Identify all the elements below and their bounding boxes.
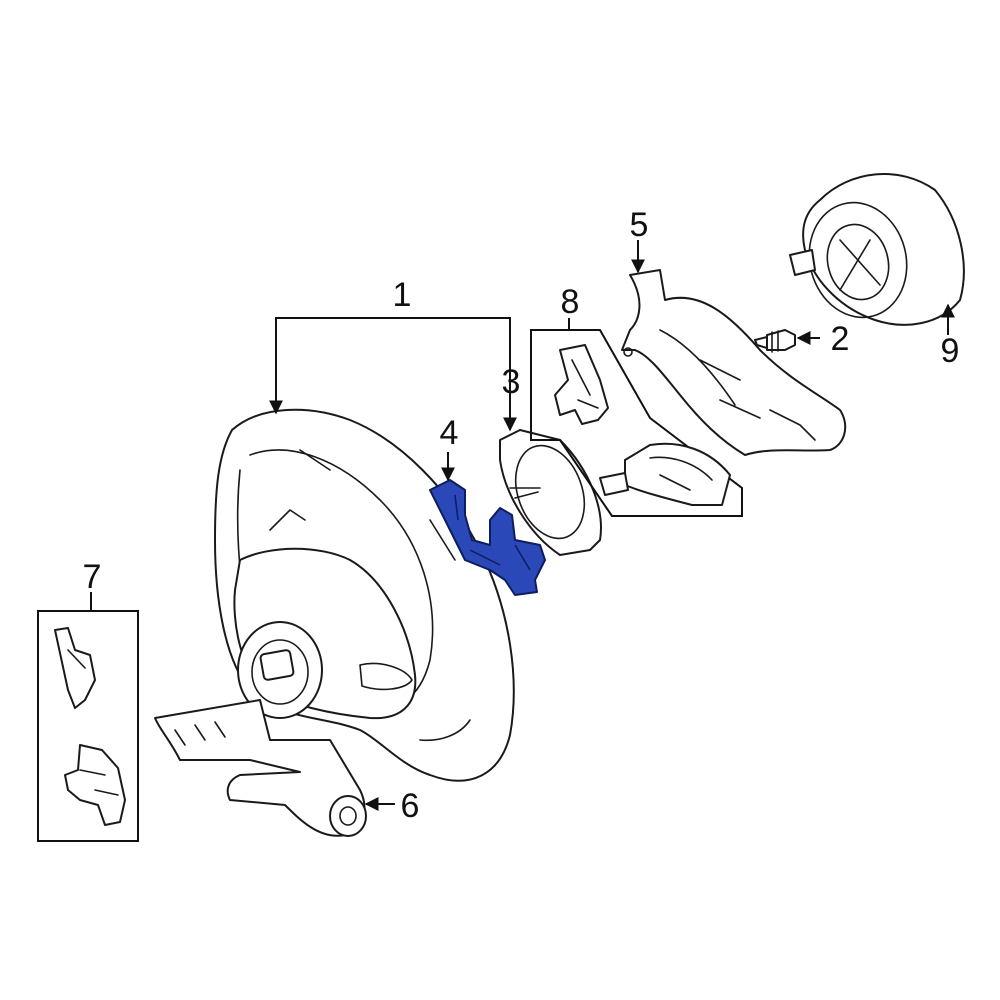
callout-6: 6 <box>401 787 420 825</box>
callout-3: 3 <box>502 363 521 401</box>
trim-cover-part[interactable] <box>621 269 847 456</box>
paddle-shifters-part[interactable] <box>37 610 139 842</box>
callout-9: 9 <box>941 332 960 370</box>
bracket-part-highlighted[interactable] <box>429 479 546 596</box>
screw-part[interactable] <box>754 329 796 353</box>
airbag-module-part[interactable] <box>789 173 965 328</box>
callout-7: 7 <box>83 558 102 596</box>
callout-5: 5 <box>630 206 649 244</box>
callout-4: 4 <box>440 414 459 452</box>
switch-assemblies-part[interactable] <box>530 329 743 517</box>
lower-cover-part[interactable] <box>154 699 367 837</box>
callout-1: 1 <box>393 276 412 314</box>
callout-2: 2 <box>831 320 850 358</box>
callout-8: 8 <box>561 283 580 321</box>
